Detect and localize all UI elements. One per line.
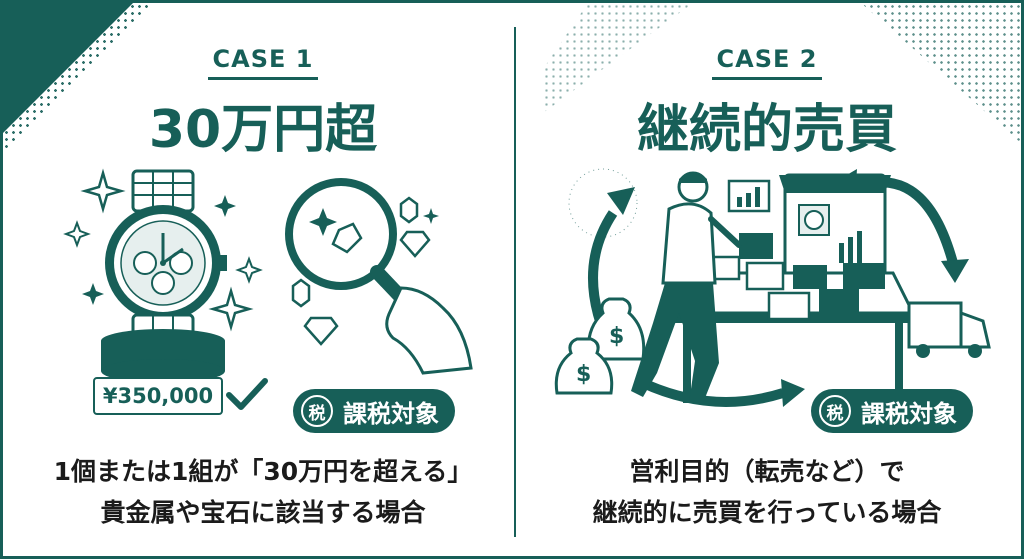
- case-2-label: CASE 2: [716, 45, 818, 73]
- case-2-title: 継続的売買: [636, 100, 897, 160]
- svg-text:$: $: [609, 324, 624, 349]
- case-2-badge-text: 課税対象: [861, 399, 957, 428]
- case-2-caption: 営利目的（転売など）で 継続的に売買を行っている場合: [527, 451, 1007, 533]
- watch-icon: [63, 168, 263, 383]
- case-2-tax-badge: 税 課税対象: [811, 389, 973, 433]
- magnifier-icon: [285, 178, 473, 375]
- price-tag: ¥350,000: [93, 377, 223, 415]
- case-1-caption: 1個または1組が「30万円を超える」 貴金属や宝石に該当する場合: [23, 451, 503, 533]
- tax-icon: 税: [819, 395, 851, 427]
- case-1-underline: [208, 77, 318, 80]
- column-divider: [514, 27, 516, 537]
- case-1-label: CASE 1: [212, 45, 314, 73]
- check-icon: [226, 378, 268, 410]
- case-1-caption-line1: 1個または1組が「30万円を超える」: [53, 457, 473, 486]
- case-1-badge-text: 課税対象: [343, 399, 439, 428]
- shop-screen-icon: [779, 173, 891, 293]
- reselling-scene: $ $: [554, 168, 991, 407]
- case-2-underline: [712, 77, 822, 80]
- case-1-tax-badge: 税 課税対象: [293, 389, 455, 433]
- truck-icon: [907, 301, 991, 358]
- sparkle-icon: [80, 168, 126, 214]
- case-1-caption-line2: 貴金属や宝石に該当する場合: [100, 498, 426, 527]
- diamond-icon: [331, 222, 363, 254]
- money-bag-icon: $ $: [554, 297, 646, 395]
- person-icon: [631, 171, 742, 403]
- case-1-title: 30万円超: [148, 100, 378, 160]
- tax-icon: 税: [301, 395, 333, 427]
- case-2-caption-line2: 継続的に売買を行っている場合: [592, 498, 942, 527]
- corner-decoration: [3, 3, 133, 133]
- svg-text:$: $: [576, 362, 591, 387]
- case-2-caption-line1: 営利目的（転売など）で: [629, 457, 905, 486]
